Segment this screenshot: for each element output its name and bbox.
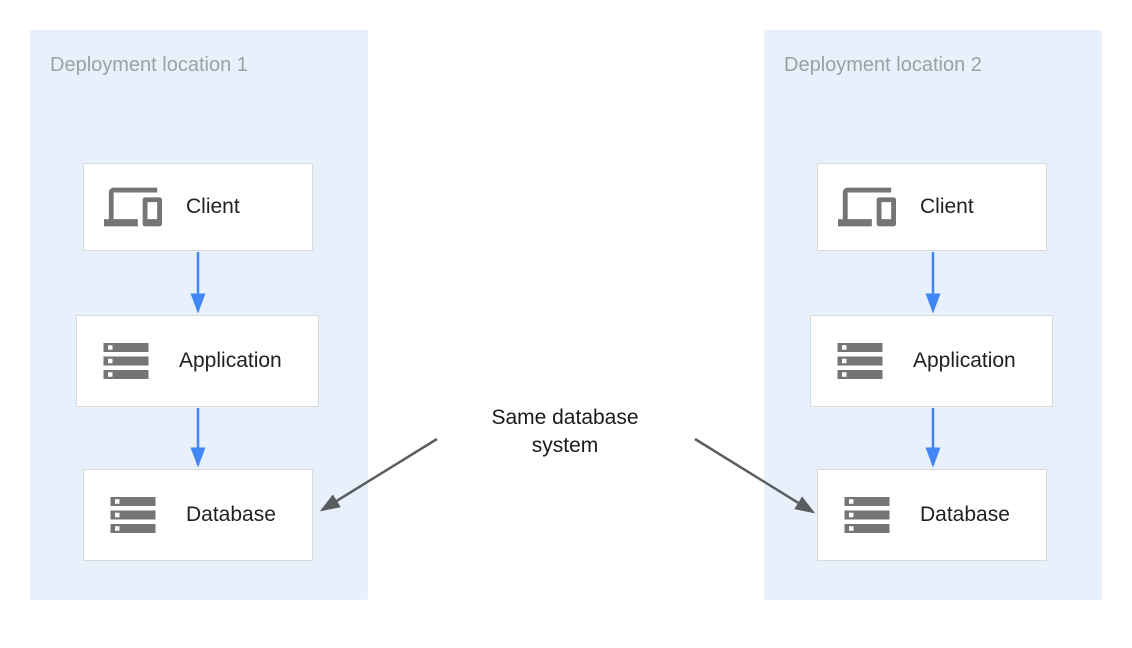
same-database-annotation: Same database system (491, 406, 639, 457)
server-stack-icon (102, 488, 164, 542)
deployment-panel-1: Deployment location 1 Client Application (30, 30, 368, 600)
node-label: Database (186, 503, 276, 526)
node-database: Database (83, 469, 313, 561)
panel-title: Deployment location 2 (784, 54, 982, 76)
node-application: Application (810, 315, 1053, 407)
node-database: Database (817, 469, 1047, 561)
server-stack-icon (829, 334, 891, 388)
devices-icon (836, 178, 898, 236)
node-label: Client (186, 195, 240, 218)
panel-title: Deployment location 1 (50, 54, 248, 76)
node-label: Application (179, 349, 282, 372)
node-label: Client (920, 195, 974, 218)
node-label: Application (913, 349, 1016, 372)
node-application: Application (76, 315, 319, 407)
server-stack-icon (95, 334, 157, 388)
deployment-panel-2: Deployment location 2 Client Application (764, 30, 1102, 600)
node-label: Database (920, 503, 1010, 526)
node-client: Client (817, 163, 1047, 251)
devices-icon (102, 178, 164, 236)
node-client: Client (83, 163, 313, 251)
server-stack-icon (836, 488, 898, 542)
